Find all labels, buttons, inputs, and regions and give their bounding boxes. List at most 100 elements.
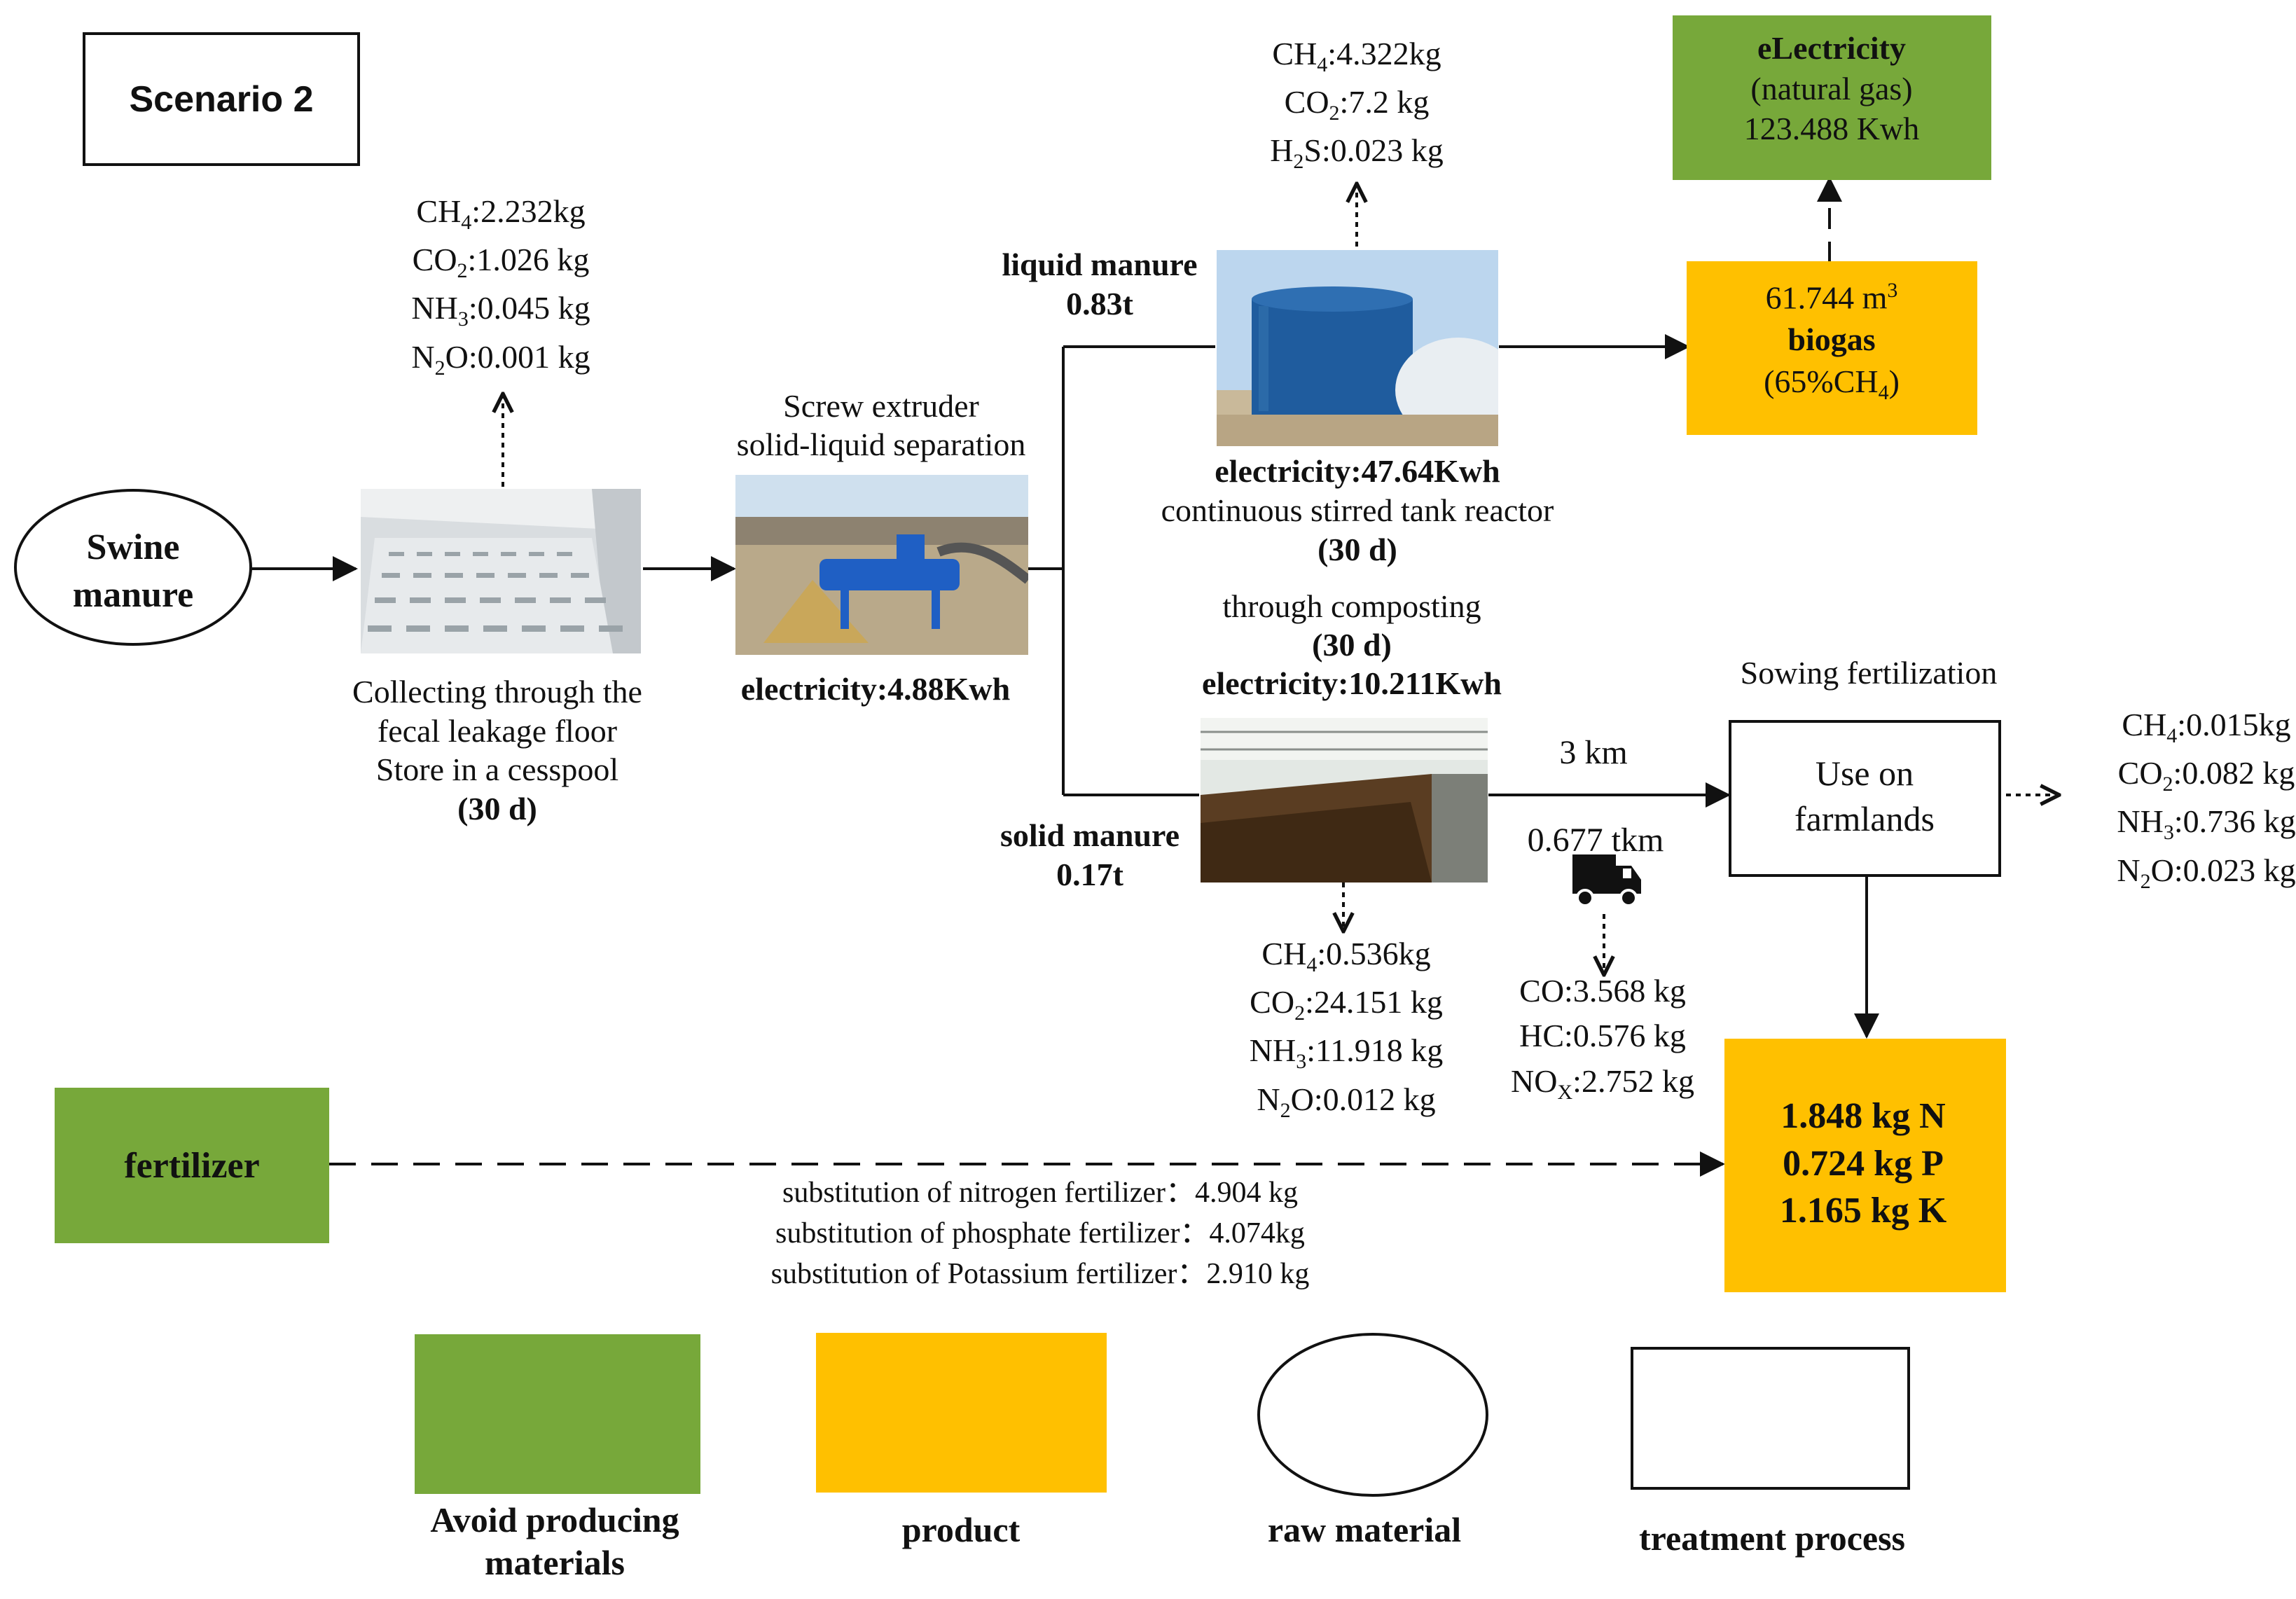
fertilizer-label: fertilizer bbox=[124, 1146, 260, 1186]
compost-emission-1: CO2:24.151 kg bbox=[1250, 984, 1443, 1025]
liquid-manure-line-2: 0.83t bbox=[1066, 286, 1133, 322]
farmland-emission-0: CH4:0.015kg bbox=[2122, 707, 2291, 748]
liquid-manure-line-1: liquid manure bbox=[1002, 247, 1198, 282]
swine-manure-label: Swine manure bbox=[73, 524, 193, 618]
reactor-emission-2: H2S:0.023 kg bbox=[1270, 132, 1444, 174]
farmland-emission-3: N2O:0.023 kg bbox=[2117, 852, 2296, 893]
compost-electricity: electricity:10.211Kwh bbox=[1202, 665, 1502, 702]
reactor-label: electricity:47.64Kwh continuous stirred … bbox=[1161, 452, 1554, 569]
biogas-name: biogas bbox=[1787, 321, 1876, 358]
legend-ellipse-swatch bbox=[1257, 1333, 1488, 1497]
biogas-ch4: (65%CH4) bbox=[1764, 361, 1900, 406]
fertilizer-box bbox=[55, 1088, 329, 1243]
fecal-floor-photo bbox=[361, 489, 641, 653]
transport-emission-2: NOX:2.752 kg bbox=[1511, 1062, 1694, 1104]
scenario-label: Scenario 2 bbox=[129, 79, 314, 120]
collecting-emission-0: CH4:2.232kg bbox=[416, 193, 586, 235]
compost-days: (30 d) bbox=[1312, 627, 1392, 663]
collecting-emission-1: CO2:1.026 kg bbox=[412, 242, 590, 283]
nutrients-label: 1.848 kg N 0.724 kg P 1.165 kg K bbox=[1780, 1093, 1946, 1235]
farmland-line-1: Use on bbox=[1815, 754, 1914, 793]
collecting-line-3: Store in a cesspool bbox=[375, 752, 619, 788]
swine-manure-line-1: Swine bbox=[86, 527, 180, 567]
compost-label: through composting (30 d) electricity:10… bbox=[1202, 587, 1502, 703]
legend-avoid-line-2: materials bbox=[485, 1543, 625, 1582]
substitution-nitrogen: substitution of nitrogen fertilizer：4.90… bbox=[782, 1177, 1299, 1209]
extruder-line-2: solid-liquid separation bbox=[736, 427, 1026, 463]
nutrient-p: 0.724 kg P bbox=[1783, 1143, 1944, 1184]
compost-name: through composting bbox=[1222, 588, 1481, 624]
solid-manure-line-1: solid manure bbox=[1000, 817, 1180, 853]
legend-product-label: product bbox=[901, 1510, 1021, 1549]
transport-emissions: CO:3.568 kg HC:0.576 kg NOX:2.752 kg bbox=[1511, 969, 1694, 1107]
compost-emission-0: CH4:0.536kg bbox=[1261, 936, 1431, 977]
reactor-emission-1: CO2:7.2 kg bbox=[1284, 84, 1430, 125]
reactor-days: (30 d) bbox=[1318, 532, 1397, 568]
legend-raw-material-label: raw material bbox=[1267, 1510, 1462, 1549]
farmland-box bbox=[1729, 720, 2001, 877]
collecting-label: Collecting through the fecal leakage flo… bbox=[352, 672, 642, 829]
solid-manure-line-2: 0.17t bbox=[1056, 857, 1123, 893]
electricity-source: (natural gas) bbox=[1750, 70, 1913, 106]
nutrient-n: 1.848 kg N bbox=[1780, 1096, 1946, 1136]
electricity-product-label: eLectricity (natural gas) 123.488 Kwh bbox=[1744, 28, 1919, 149]
legend-green-swatch bbox=[415, 1334, 700, 1494]
reactor-electricity: electricity:47.64Kwh bbox=[1215, 453, 1500, 489]
electricity-box bbox=[1673, 15, 1991, 180]
sowing-label: Sowing fertilization bbox=[1740, 655, 1998, 691]
reactor-emission-0: CH4:4.322kg bbox=[1272, 36, 1441, 77]
biogas-volume-value: 61.744 m bbox=[1765, 279, 1888, 316]
transport-distance: 3 km bbox=[1559, 734, 1628, 771]
farmland-line-2: farmlands bbox=[1794, 799, 1935, 838]
farmland-emission-1: CO2:0.082 kg bbox=[2117, 755, 2295, 796]
legend-avoid-line-1: Avoid producing bbox=[430, 1500, 679, 1539]
biogas-ch4-post: ) bbox=[1888, 363, 1900, 399]
legend-treatment-label: treatment process bbox=[1639, 1518, 1905, 1558]
legend-gold-swatch bbox=[816, 1333, 1107, 1493]
substitution-potassium: substitution of Potassium fertilizer：2.9… bbox=[770, 1257, 1310, 1290]
reactor-name: continuous stirred tank reactor bbox=[1161, 492, 1554, 529]
collecting-line-2: fecal leakage floor bbox=[377, 712, 618, 749]
screw-extruder-photo bbox=[735, 475, 1028, 655]
liquid-manure-label: liquid manure 0.83t bbox=[1002, 245, 1197, 324]
extruder-label: Screw extruder solid-liquid separation bbox=[737, 387, 1026, 464]
nutrients-box bbox=[1724, 1039, 2006, 1292]
truck-icon bbox=[1572, 854, 1641, 907]
collecting-emission-2: NH3:0.045 kg bbox=[411, 290, 590, 331]
scenario-box bbox=[83, 32, 360, 166]
farmland-emission-2: NH3:0.736 kg bbox=[2117, 803, 2296, 845]
substitution-phosphate: substitution of phosphate fertilizer：4.0… bbox=[775, 1217, 1305, 1250]
compost-emission-3: N2O:0.012 kg bbox=[1257, 1081, 1436, 1122]
biogas-ch4-pre: (65%CH bbox=[1764, 363, 1879, 399]
biogas-box bbox=[1687, 261, 1977, 435]
biogas-product-label: 61.744 m3 biogas (65%CH4) bbox=[1764, 277, 1900, 406]
compost-emission-2: NH3:11.918 kg bbox=[1249, 1032, 1444, 1074]
collecting-line-1: Collecting through the bbox=[352, 674, 642, 709]
nutrient-k: 1.165 kg K bbox=[1779, 1191, 1947, 1231]
transport-emission-1: HC:0.576 kg bbox=[1519, 1018, 1686, 1054]
biogas-ch4-sub: 4 bbox=[1878, 381, 1889, 405]
composting-photo bbox=[1201, 718, 1488, 882]
tank-reactor-photo bbox=[1217, 250, 1498, 446]
transport-tkm: 0.677 tkm bbox=[1527, 822, 1664, 859]
legend-rect-swatch bbox=[1631, 1347, 1910, 1490]
biogas-volume: 61.744 m3 bbox=[1764, 277, 1900, 319]
biogas-volume-unit-sup: 3 bbox=[1887, 279, 1898, 302]
solid-manure-label: solid manure 0.17t bbox=[1000, 816, 1180, 894]
collecting-emission-3: N2O:0.001 kg bbox=[411, 338, 590, 380]
substitution-list: substitution of nitrogen fertilizer：4.90… bbox=[771, 1173, 1310, 1295]
collecting-days: (30 d) bbox=[457, 790, 537, 826]
extruder-electricity: electricity:4.88Kwh bbox=[740, 671, 1011, 707]
electricity-amount: 123.488 Kwh bbox=[1743, 111, 1920, 146]
farmland-label: Use on farmlands bbox=[1794, 751, 1935, 842]
swine-manure-line-2: manure bbox=[72, 574, 194, 615]
electricity-title: eLectricity bbox=[1757, 30, 1906, 66]
transport-emission-0: CO:3.568 kg bbox=[1519, 973, 1686, 1009]
extruder-line-1: Screw extruder bbox=[783, 388, 979, 424]
